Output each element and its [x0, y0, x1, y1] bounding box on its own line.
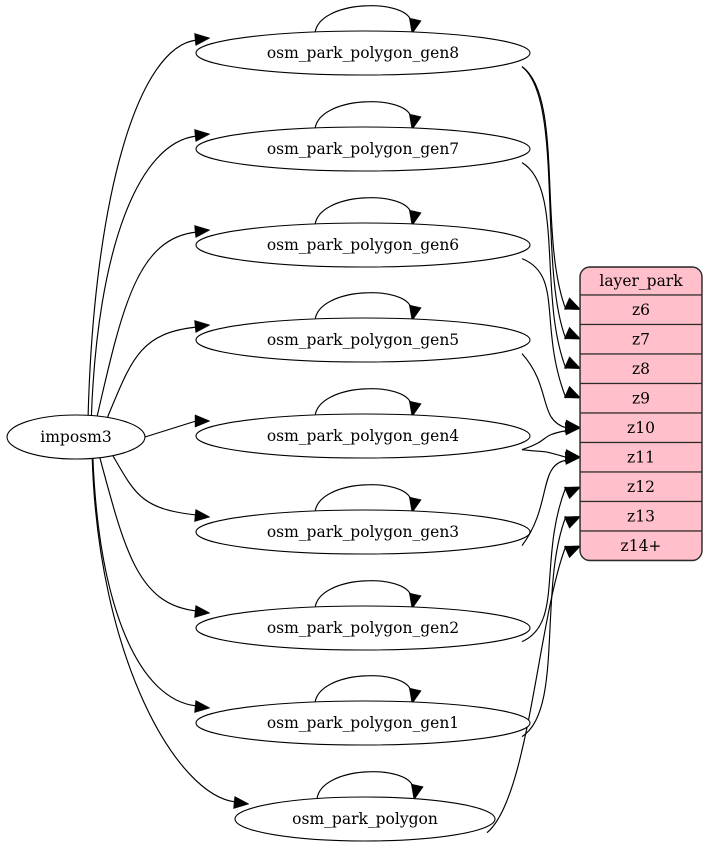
edge-gen8-to-z6	[521, 66, 582, 310]
table-row-label: z9	[632, 389, 650, 407]
layer-park-table: layer_park z6 z7 z8 z9 z10 z11 z12 z13 z14+	[579, 266, 703, 562]
node-gen4[interactable]: osm_park_polygon_gen4	[195, 413, 531, 459]
edge-imposm3-to-base	[91, 456, 250, 809]
node-label: osm_park_polygon_gen2	[267, 619, 459, 637]
self-loop-arrow-icon	[410, 783, 424, 801]
edge-gen8-to-z7	[521, 66, 582, 340]
edge-imposm3-to-gen7	[90, 129, 211, 417]
table-row-label: z11	[627, 448, 655, 466]
edge-arrow-icon	[194, 225, 211, 239]
self-loop-gen5	[314, 292, 422, 322]
node-label: imposm3	[40, 428, 111, 446]
self-loop-arrow-icon	[408, 496, 422, 514]
node-label: osm_park_polygon_gen7	[267, 140, 459, 158]
table-row-z10[interactable]: z10	[580, 412, 702, 444]
self-loop-gen7	[314, 101, 422, 131]
node-label: osm_park_polygon	[292, 810, 438, 828]
self-loop-arrow-icon	[408, 113, 422, 131]
node-label: osm_park_polygon_gen4	[267, 427, 459, 445]
table-row-z14+[interactable]: z14+	[580, 530, 702, 561]
edge-arrow-icon	[194, 320, 211, 334]
table-row-label: z7	[632, 330, 650, 348]
edges-layer	[87, 33, 582, 834]
table-row-label: z8	[632, 360, 650, 378]
node-imposm3[interactable]: imposm3	[6, 414, 146, 460]
edge-imposm3-to-gen4	[144, 414, 211, 438]
table-row-label: z14+	[621, 537, 662, 555]
self-loop-gen4	[314, 388, 422, 418]
node-gen5[interactable]: osm_park_polygon_gen5	[195, 317, 531, 363]
edge-arrow-icon	[564, 451, 582, 465]
edge-imposm3-to-gen6	[96, 225, 211, 419]
table-row-label: z6	[632, 301, 650, 319]
node-label: osm_park_polygon_gen6	[267, 236, 459, 254]
edge-arrow-icon	[233, 795, 250, 809]
table-row-z6[interactable]: z6	[580, 294, 702, 326]
edge-imposm3-to-gen1	[92, 456, 211, 713]
self-loop-gen3	[314, 484, 422, 514]
node-gen3[interactable]: osm_park_polygon_gen3	[195, 509, 531, 555]
table-row-z13[interactable]: z13	[580, 500, 702, 532]
edge-base-to-z14+	[486, 545, 582, 834]
node-label: osm_park_polygon_gen5	[267, 331, 459, 349]
nodes-layer: imposm3 osm_park_polygon_gen8 osm_park_pol…	[6, 30, 531, 842]
self-loop-arrow-icon	[408, 687, 422, 705]
table-row-z8[interactable]: z8	[580, 353, 702, 385]
edge-arrow-icon	[564, 422, 582, 436]
edge-arrow-icon	[563, 297, 582, 310]
edge-arrow-icon	[563, 385, 582, 399]
edge-gen2-to-z12	[521, 486, 582, 643]
self-loops-layer	[314, 5, 424, 801]
self-loop-gen8	[314, 5, 422, 35]
edge-arrow-icon	[563, 545, 582, 559]
self-loop-gen2	[314, 580, 422, 610]
edge-arrow-icon	[563, 326, 582, 340]
table-header-cell: layer_park	[580, 267, 702, 296]
edge-imposm3-to-gen5	[104, 320, 211, 424]
self-loop-arrow-icon	[408, 592, 422, 610]
table-row-z12[interactable]: z12	[580, 471, 702, 503]
self-loop-base	[316, 771, 424, 801]
node-gen1[interactable]: osm_park_polygon_gen1	[195, 700, 531, 746]
edge-arrow-icon	[194, 508, 211, 522]
table-row-label: z10	[627, 419, 655, 437]
edge-arrow-icon	[563, 486, 582, 500]
table-row-z11[interactable]: z11	[580, 441, 702, 473]
node-base[interactable]: osm_park_polygon	[234, 796, 496, 842]
edge-imposm3-to-gen8	[87, 33, 211, 417]
edge-arrow-icon	[194, 699, 211, 713]
self-loop-gen6	[314, 197, 422, 227]
table-header-label: layer_park	[599, 272, 683, 290]
edge-imposm3-to-gen2	[98, 454, 211, 618]
node-gen8[interactable]: osm_park_polygon_gen8	[195, 30, 531, 76]
self-loop-gen1	[314, 675, 422, 705]
self-loop-arrow-icon	[408, 17, 422, 35]
edge-gen7-to-z8	[521, 162, 582, 369]
edge-arrow-icon	[563, 356, 582, 369]
edge-gen3-to-z11	[521, 451, 582, 546]
table-row-label: z12	[627, 478, 655, 496]
edge-gen1-to-z13	[521, 516, 582, 738]
self-loop-arrow-icon	[408, 400, 422, 418]
table-row-z9[interactable]: z9	[580, 382, 702, 414]
node-label: osm_park_polygon_gen1	[267, 714, 459, 732]
self-loop-arrow-icon	[408, 209, 422, 227]
edge-arrow-icon	[194, 129, 211, 143]
node-gen7[interactable]: osm_park_polygon_gen7	[195, 126, 531, 172]
edge-arrow-icon	[194, 33, 211, 47]
node-gen2[interactable]: osm_park_polygon_gen2	[195, 605, 531, 651]
table-row-z7[interactable]: z7	[580, 323, 702, 355]
node-gen6[interactable]: osm_park_polygon_gen6	[195, 222, 531, 268]
node-label: osm_park_polygon_gen8	[267, 44, 459, 62]
edge-arrow-icon	[563, 516, 582, 529]
edge-arrow-icon	[194, 604, 211, 618]
node-label: osm_park_polygon_gen3	[267, 523, 459, 541]
edge-imposm3-to-gen3	[108, 447, 211, 522]
edge-arrow-icon	[194, 414, 211, 428]
self-loop-arrow-icon	[408, 304, 422, 322]
edge-gen6-to-z9	[521, 258, 582, 399]
table-row-label: z13	[627, 507, 655, 525]
edge-gen4-to-z10	[521, 422, 582, 451]
